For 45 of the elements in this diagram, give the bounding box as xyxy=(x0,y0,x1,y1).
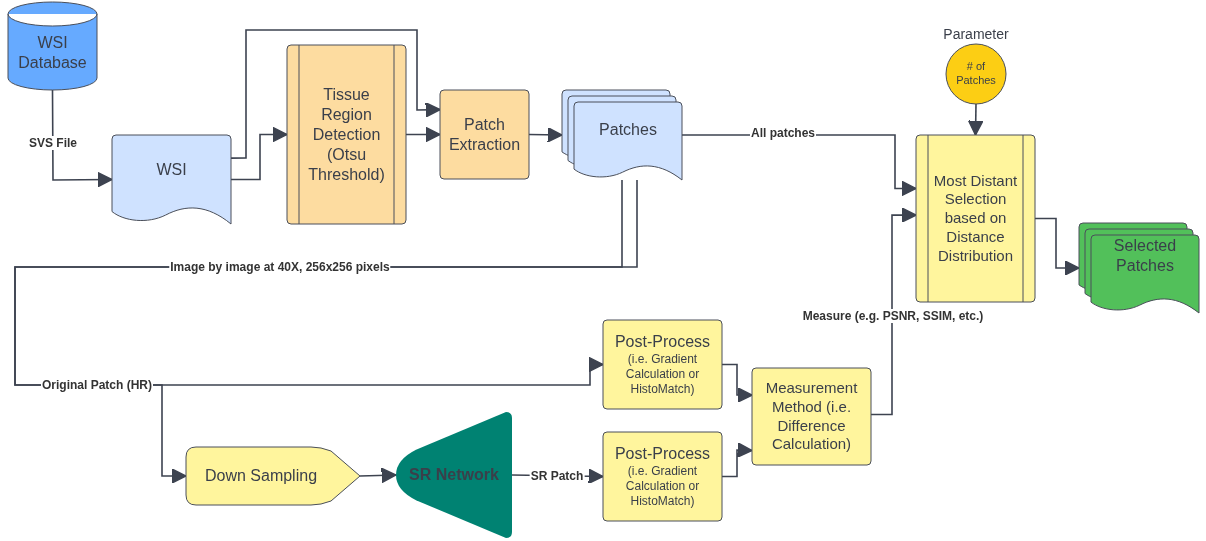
arrow xyxy=(528,126,563,143)
process-box xyxy=(603,432,722,521)
document-stack xyxy=(1079,223,1199,313)
node-label: (i.e. Gradient Calculation or HistoMatch) xyxy=(624,464,701,509)
arrow xyxy=(230,29,441,159)
arrow xyxy=(721,442,753,478)
node-label: Post-Process xyxy=(614,332,711,352)
document-shape xyxy=(112,135,231,224)
node-label: Down Sampling xyxy=(204,466,318,486)
arrow xyxy=(405,126,441,143)
arrow xyxy=(230,126,288,181)
node-label: Patches xyxy=(599,120,657,140)
node-label: Measurement Method (i.e. Difference Calculation) xyxy=(764,379,859,454)
node-label: Patch Extraction xyxy=(447,114,522,155)
process-box xyxy=(440,90,529,179)
process-box xyxy=(287,45,406,224)
process-box xyxy=(752,368,871,465)
edge-label: SR Patch xyxy=(529,469,585,483)
node-label: Post-Process xyxy=(614,444,711,464)
document-stack xyxy=(562,90,682,180)
arrow xyxy=(967,103,984,136)
node-label: Tissue Region Detection (Otsu Threshold) xyxy=(307,84,386,185)
database-cylinder xyxy=(8,2,97,90)
edge-label: Original Patch (HR) xyxy=(41,378,153,392)
edge-label: Measure (e.g. PSNR, SSIM, etc.) xyxy=(801,309,985,323)
node-label: (i.e. Gradient Calculation or HistoMatch) xyxy=(624,352,701,397)
node-label: SR Network xyxy=(409,465,499,485)
node-label: Selected Patches xyxy=(1112,236,1178,276)
node-label: Most Distant Selection based on Distance Distribution xyxy=(932,171,1019,266)
edge-label: Image by image at 40X, 256x256 pixels xyxy=(169,260,391,274)
node-label: WSI Database xyxy=(17,33,88,73)
arrow xyxy=(721,363,753,403)
arrow xyxy=(870,207,917,416)
process-shape xyxy=(186,447,360,505)
process-box xyxy=(603,320,722,409)
arrow xyxy=(51,89,113,188)
node-label: # of Patches xyxy=(955,60,997,88)
arrow xyxy=(359,467,397,484)
arrow xyxy=(1034,217,1080,276)
edge-label: All patches xyxy=(750,126,816,140)
node-label: WSI xyxy=(156,160,187,180)
edge-label: SVS File xyxy=(28,136,78,150)
network-shape xyxy=(396,412,512,538)
process-box xyxy=(916,135,1035,302)
parameter-heading: Parameter xyxy=(942,25,1010,43)
